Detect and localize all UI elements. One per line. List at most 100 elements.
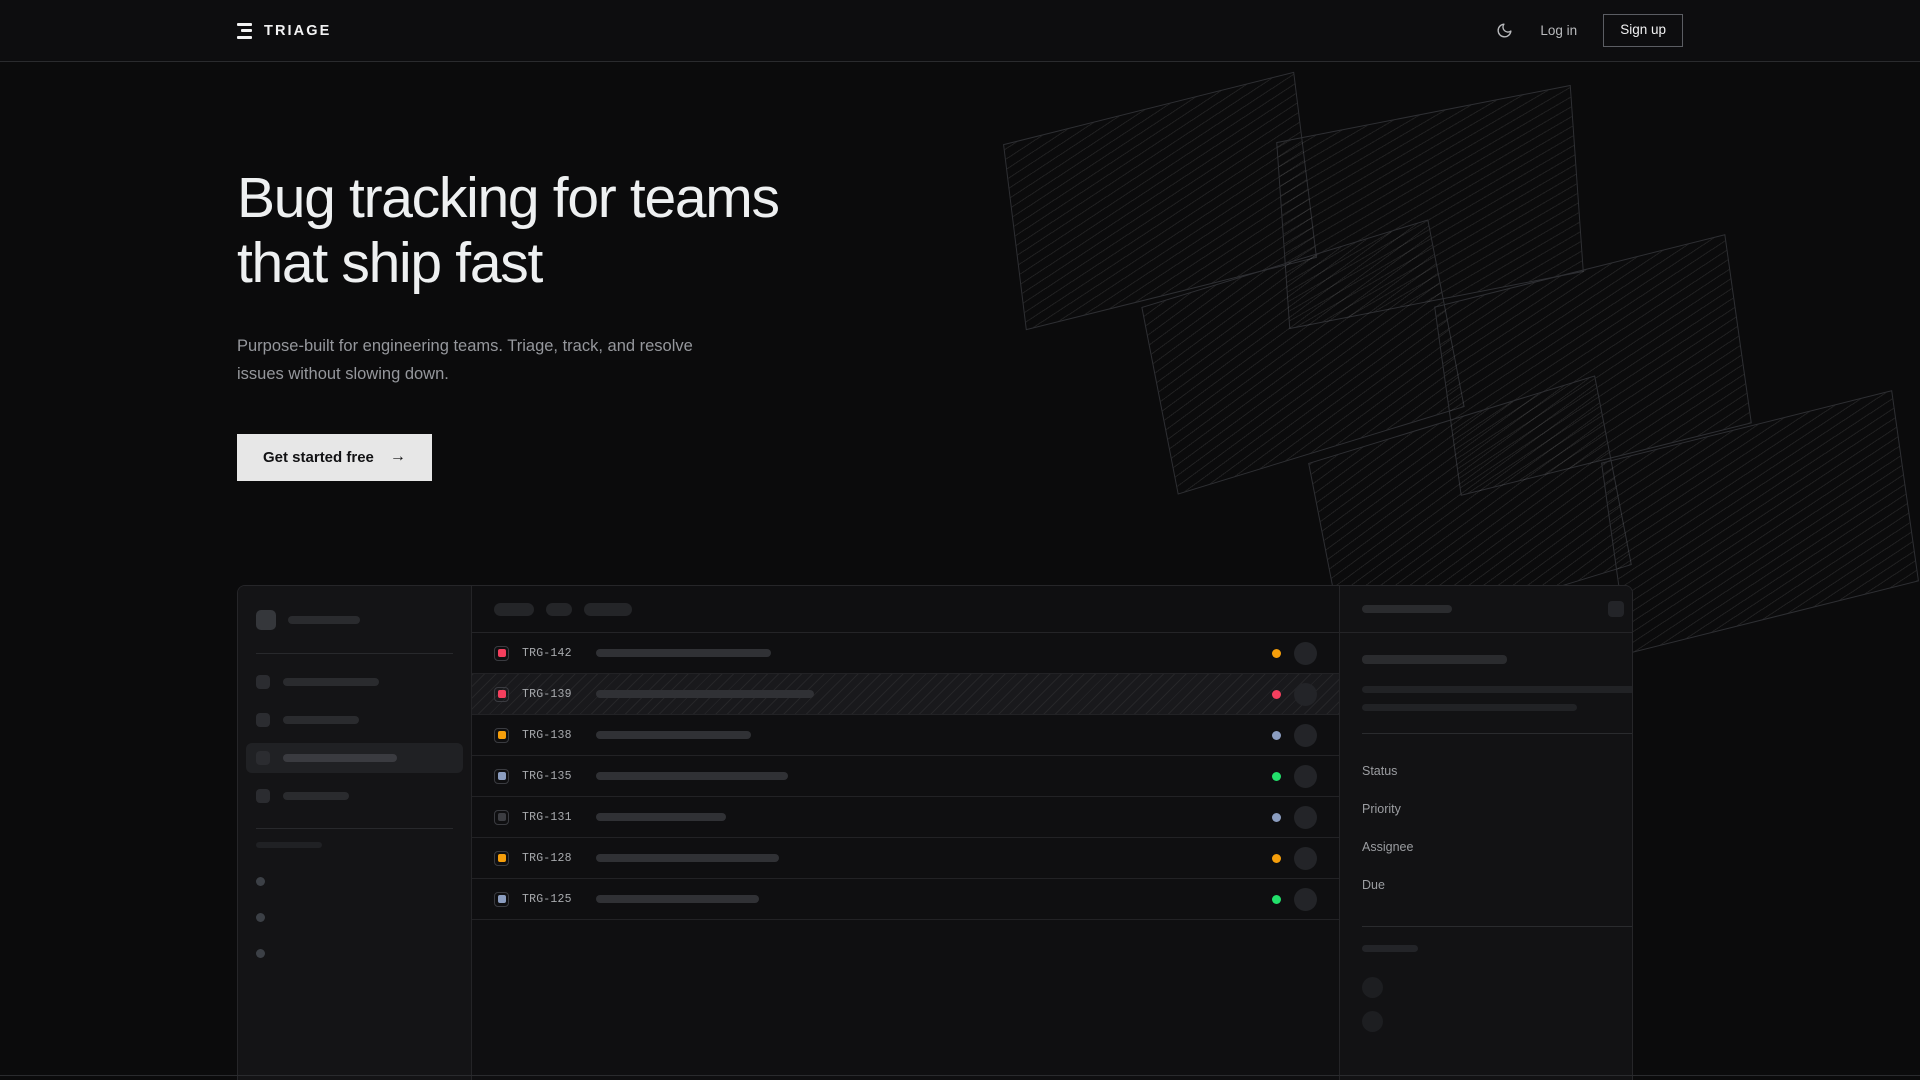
meta-label: Status <box>1362 764 1398 778</box>
detail-meta-row-due[interactable]: Due <box>1362 866 1632 904</box>
detail-description-skeleton <box>1362 686 1632 711</box>
brand-name: TRIAGE <box>264 22 332 39</box>
header-actions: Log in Sign up <box>1494 14 1683 47</box>
bullet-icon <box>256 912 265 922</box>
toolbar-filter-chip-1[interactable] <box>494 602 534 616</box>
issue-row-meta <box>1272 641 1317 665</box>
sidebar-nav-icon <box>256 789 270 803</box>
page-bottom-rule <box>0 1075 1920 1076</box>
issue-row[interactable]: TRG-142 <box>472 633 1339 674</box>
assignee-avatar[interactable] <box>1294 805 1317 829</box>
issue-row[interactable]: TRG-128 <box>472 838 1339 879</box>
sidebar-nav-item-1[interactable] <box>246 667 463 697</box>
issue-title-skeleton <box>596 854 779 862</box>
hero-subtitle: Purpose-built for engineering teams. Tri… <box>237 332 717 389</box>
assignee-avatar[interactable] <box>1294 723 1317 747</box>
sidebar-nav-icon <box>256 713 270 727</box>
issue-title-skeleton <box>596 772 788 780</box>
assignee-avatar[interactable] <box>1294 764 1317 788</box>
priority-indicator-icon[interactable] <box>494 686 509 702</box>
login-link[interactable]: Log in <box>1540 23 1578 38</box>
sidebar-section-label-skeleton <box>256 842 322 848</box>
status-dot-icon[interactable] <box>1272 812 1281 822</box>
status-dot-icon[interactable] <box>1272 853 1281 863</box>
issue-row-meta <box>1272 805 1317 829</box>
status-dot-icon[interactable] <box>1272 894 1281 904</box>
priority-indicator-icon[interactable] <box>494 768 509 784</box>
issue-row[interactable]: TRG-135 <box>472 756 1339 797</box>
issue-title-skeleton <box>596 731 751 739</box>
hero-section: Bug tracking for teams that ship fast Pu… <box>0 62 1920 1080</box>
issue-row[interactable]: TRG-131 <box>472 797 1339 838</box>
assignee-avatar[interactable] <box>1294 846 1317 870</box>
mock-sidebar-brand[interactable] <box>256 604 453 636</box>
bullet-icon <box>256 948 265 958</box>
issue-row-meta <box>1272 887 1317 911</box>
brand-logo[interactable]: TRIAGE <box>237 22 332 39</box>
sidebar-nav-label-skeleton <box>283 792 349 800</box>
activity-item-1 <box>1362 970 1632 1004</box>
status-dot-icon[interactable] <box>1272 689 1281 699</box>
activity-avatar <box>1362 976 1383 998</box>
issue-row[interactable]: TRG-139 <box>472 674 1339 715</box>
priority-indicator-icon[interactable] <box>494 645 509 661</box>
assignee-avatar[interactable] <box>1294 641 1317 665</box>
issue-row-meta <box>1272 723 1317 747</box>
meta-label: Priority <box>1362 802 1401 816</box>
issue-id-label: TRG-125 <box>522 892 572 906</box>
bullet-icon <box>256 876 265 886</box>
sidebar-nav-item-2[interactable] <box>246 705 463 735</box>
sidebar-sublist-item-3[interactable] <box>256 938 453 968</box>
issue-row[interactable]: TRG-138 <box>472 715 1339 756</box>
toolbar-filter-chip-3[interactable] <box>584 602 632 616</box>
priority-indicator-icon[interactable] <box>494 850 509 866</box>
priority-indicator-icon[interactable] <box>494 809 509 825</box>
signup-button[interactable]: Sign up <box>1603 14 1683 47</box>
issue-title-skeleton <box>596 649 771 657</box>
issue-row-meta <box>1272 682 1317 706</box>
assignee-avatar[interactable] <box>1294 682 1317 706</box>
status-dot-icon[interactable] <box>1272 648 1281 658</box>
arrow-right-icon: → <box>389 448 406 466</box>
mock-sidebar <box>238 586 472 1080</box>
mock-sidebar-nav <box>246 667 463 811</box>
sidebar-divider-top <box>256 653 453 654</box>
sidebar-sublist-item-2[interactable] <box>256 902 453 932</box>
get-started-label: Get started free <box>263 448 374 466</box>
get-started-button[interactable]: Get started free → <box>237 433 432 481</box>
stacked-bars-logo-icon <box>237 22 252 39</box>
assignee-avatar[interactable] <box>1294 887 1317 911</box>
workspace-name-skeleton <box>288 616 360 624</box>
moon-icon[interactable] <box>1494 21 1514 41</box>
detail-action-button-1[interactable] <box>1608 601 1624 617</box>
status-dot-icon[interactable] <box>1272 730 1281 740</box>
priority-indicator-icon[interactable] <box>494 727 509 743</box>
detail-panel-actions <box>1608 601 1632 617</box>
issue-id-label: TRG-131 <box>522 810 572 824</box>
detail-description-line-2 <box>1362 704 1577 711</box>
meta-label: Assignee <box>1362 840 1414 854</box>
sidebar-nav-item-3[interactable] <box>246 743 463 773</box>
sidebar-sublist-item-1[interactable] <box>256 866 453 896</box>
issue-id-label: TRG-139 <box>522 687 572 701</box>
hero-subtitle-line-2: resolve issues without slowing down. <box>237 336 693 384</box>
priority-indicator-icon[interactable] <box>494 891 509 907</box>
issue-id-label: TRG-135 <box>522 769 572 783</box>
mock-sidebar-minilist <box>256 866 453 968</box>
activity-item-2 <box>1362 1004 1632 1038</box>
toolbar-filter-chip-2[interactable] <box>546 602 572 616</box>
detail-activity-list <box>1362 970 1632 1038</box>
detail-meta-row-status[interactable]: Status <box>1362 752 1632 790</box>
hero-content: Bug tracking for teams that ship fast Pu… <box>0 62 1920 481</box>
detail-meta-row-assignee[interactable]: Assignee <box>1362 828 1632 866</box>
status-dot-icon[interactable] <box>1272 771 1281 781</box>
sidebar-nav-label-skeleton <box>283 716 359 724</box>
sidebar-nav-label-skeleton <box>283 754 397 762</box>
issue-row[interactable]: TRG-125 <box>472 879 1339 920</box>
hero-headline-line-1: Bug tracking for teams <box>237 166 780 230</box>
detail-meta-row-priority[interactable]: Priority <box>1362 790 1632 828</box>
sidebar-nav-item-4[interactable] <box>246 781 463 811</box>
